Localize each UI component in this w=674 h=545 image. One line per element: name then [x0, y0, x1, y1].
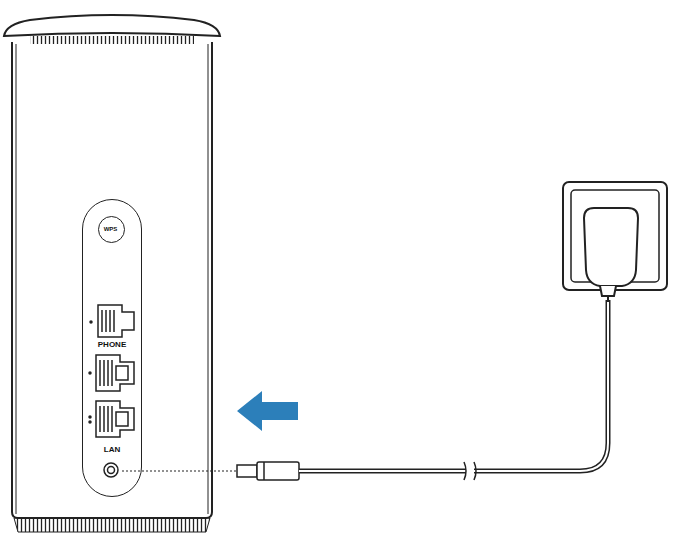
lan-port [89, 355, 134, 391]
wall-socket [563, 182, 667, 290]
port-label: PHONE [97, 341, 127, 349]
lan-port [89, 401, 134, 437]
cable-break [464, 462, 476, 480]
router-body [12, 42, 212, 518]
insert-arrow [237, 391, 298, 431]
power-adapter [584, 208, 638, 302]
power-cable [299, 470, 466, 472]
port-panel: PHONE LAN WPS [82, 199, 142, 497]
button-label: WPS [103, 226, 119, 232]
leader-line [122, 471, 236, 472]
body-edge [16, 44, 17, 514]
port-label: LAN [103, 446, 121, 454]
power-cable [474, 300, 608, 471]
wps-button: WPS [98, 216, 125, 243]
top-grill [30, 36, 194, 44]
top-cap [4, 15, 220, 36]
power-cable [299, 469, 466, 474]
power-plug [237, 462, 299, 480]
body-edge [208, 44, 209, 514]
power-jack [104, 463, 118, 477]
bottom-grill [14, 518, 210, 532]
phone-port [90, 305, 134, 337]
power-cable [474, 300, 608, 471]
